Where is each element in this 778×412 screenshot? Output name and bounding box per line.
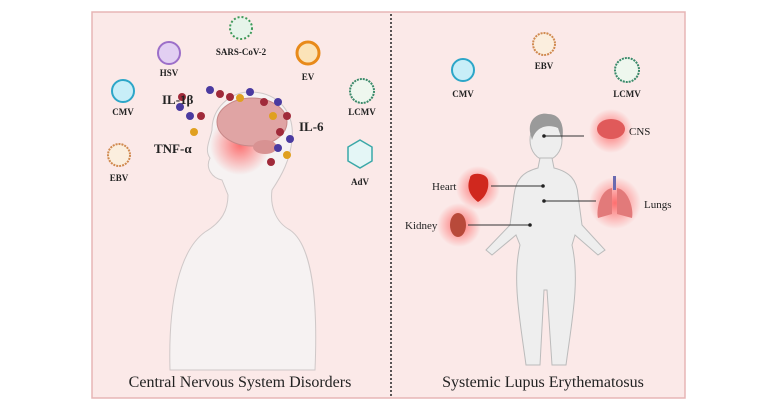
virus-cmv: CMV (451, 58, 475, 99)
virus-label: LCMV (348, 107, 376, 117)
virus-icon (349, 78, 375, 104)
virus-label: CMV (112, 107, 134, 117)
left-panel: IL-1β TNF-α IL-6 SARS-CoV-2 HSV EV CMV L… (107, 16, 376, 391)
left-panel-title: Central Nervous System Disorders (129, 374, 352, 391)
virus-icon (347, 139, 373, 169)
virus-ev: EV (295, 40, 321, 82)
virus-label: EBV (110, 173, 129, 183)
cytokine-label-il1b: IL-1β (162, 92, 194, 107)
virus-icon (107, 143, 131, 167)
organ-heart: Heart (432, 166, 545, 210)
virus-icon (532, 32, 556, 56)
organ-label: CNS (629, 126, 650, 138)
cytokine-label-il6: IL-6 (299, 119, 324, 134)
cerebellum (253, 140, 277, 154)
virus-label: CMV (452, 89, 474, 99)
right-panel: CMV EBV LCMV CNS Heart Lungs (405, 32, 672, 391)
brain-icon (216, 97, 288, 147)
virus-lcmv: LCMV (348, 78, 376, 117)
brain-icon (597, 119, 625, 139)
hair (529, 113, 563, 140)
female-body-silhouette (485, 113, 606, 366)
virus-label: SARS-CoV-2 (216, 47, 267, 57)
virus-label: EBV (535, 61, 554, 71)
kidney-icon (450, 213, 466, 237)
organ-label: Lungs (644, 199, 672, 211)
virus-icon (157, 41, 181, 65)
head-torso-silhouette (169, 91, 317, 371)
virus-hsv: HSV (157, 41, 181, 78)
virus-sars-cov-2: SARS-CoV-2 (216, 16, 267, 57)
organ-cns: CNS (542, 109, 650, 153)
virus-icon (111, 79, 135, 103)
virus-icon (614, 57, 640, 83)
right-panel-title: Systemic Lupus Erythematosus (442, 374, 644, 391)
virus-adv: AdV (347, 139, 373, 187)
virus-icon (295, 40, 321, 66)
organ-label: Heart (432, 181, 456, 193)
cytokine-dots (176, 86, 294, 166)
lungs-icon (597, 188, 633, 218)
virus-label: AdV (351, 177, 370, 187)
organ-lungs: Lungs (542, 176, 672, 229)
virus-icon (229, 16, 253, 40)
virus-lcmv: LCMV (613, 57, 641, 99)
virus-icon (451, 58, 475, 82)
virus-ebv: EBV (107, 143, 131, 183)
virus-label: LCMV (613, 89, 641, 99)
virus-cmv: CMV (111, 79, 135, 117)
organ-kidney: Kidney (405, 203, 532, 247)
cytokine-label-tnfa: TNF-α (154, 141, 192, 156)
virus-label: EV (302, 72, 315, 82)
virus-label: HSV (160, 68, 179, 78)
organ-label: Kidney (405, 220, 438, 232)
virus-ebv: EBV (532, 32, 556, 71)
heart-icon (468, 173, 489, 202)
